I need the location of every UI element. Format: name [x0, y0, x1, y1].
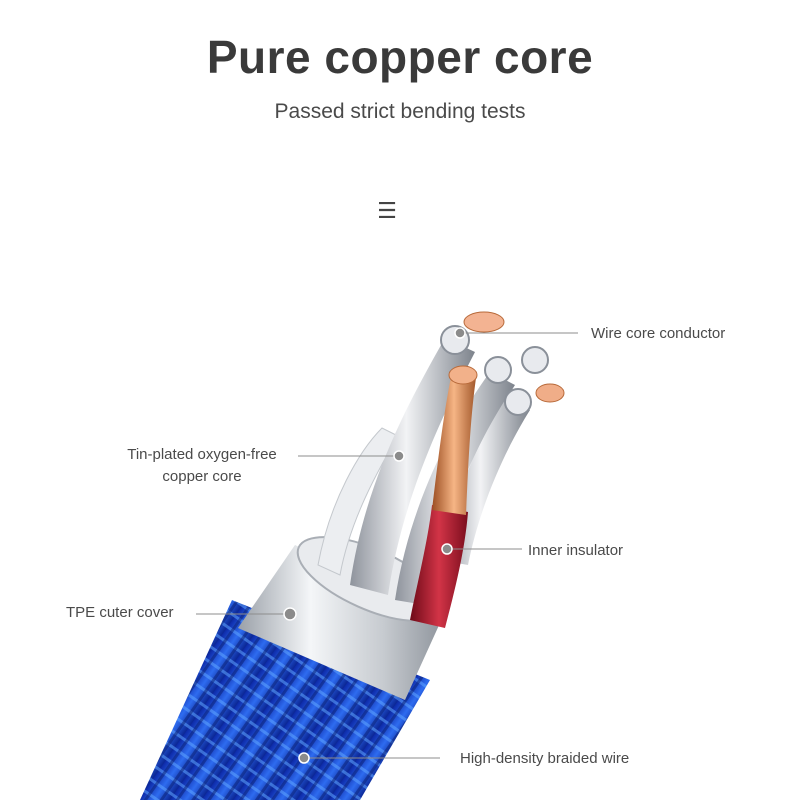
marker-inner-insulator: [441, 543, 453, 555]
braided-jacket: [140, 600, 430, 800]
label-tpe-cover: TPE cuter cover: [66, 604, 174, 621]
label-tin-plated-line2: copper core: [162, 468, 242, 485]
tpe-sleeve: [238, 545, 445, 700]
marker-tpe: [283, 607, 297, 621]
strand-end-4: [504, 388, 532, 416]
label-inner-insulator: Inner insulator: [528, 542, 624, 559]
marker-tin-plated: [393, 450, 405, 462]
menu-icon[interactable]: ☰: [377, 198, 397, 223]
strand-bundle-1: [350, 338, 475, 595]
copper-tip-main: [448, 365, 478, 385]
label-tin-plated-core: Tin-plated oxygen-free copper core: [112, 444, 292, 488]
page-subtitle: Passed strict bending tests: [274, 100, 526, 123]
copper-tip-right: [535, 383, 565, 403]
marker-wire-core: [454, 327, 466, 339]
label-tin-plated-line1: Tin-plated oxygen-free: [127, 446, 277, 463]
copper-core-main: [432, 372, 476, 515]
strand-end-3: [521, 346, 549, 374]
copper-tip-top: [463, 311, 505, 333]
strand-end-2: [484, 356, 512, 384]
page-title: Pure copper core: [206, 31, 594, 83]
label-braided-wire: High-density braided wire: [460, 750, 630, 767]
marker-braided: [298, 752, 310, 764]
red-insulator: [410, 505, 468, 628]
label-wire-core-conductor: Wire core conductor: [591, 325, 726, 342]
